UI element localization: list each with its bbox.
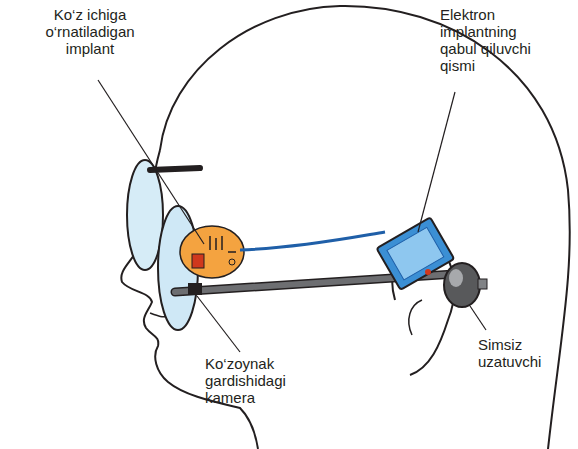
camera <box>188 283 202 295</box>
transmitter-shine <box>449 269 463 287</box>
bridge <box>150 168 200 170</box>
leader-line <box>470 306 486 330</box>
part-label: Elektron implantning qabul qiluvchi qism… <box>440 6 555 74</box>
ear-inner <box>409 300 422 335</box>
part-label: Ko‘zoynak gardishidagi kamera <box>205 355 305 406</box>
leader-line <box>197 296 240 352</box>
implant-chip <box>192 254 204 268</box>
leader-line <box>98 80 204 244</box>
implant-circuit <box>210 236 236 252</box>
head-outline <box>160 6 570 449</box>
part-label: Simsiz uzatuvchi <box>478 336 568 370</box>
receiver <box>377 217 455 290</box>
implant-dot <box>229 259 235 265</box>
leader-line <box>418 92 455 232</box>
transmitter-knob <box>478 279 487 289</box>
wireless-transmitter <box>444 263 480 307</box>
eye-implant <box>180 226 244 278</box>
implant-wire <box>240 232 385 250</box>
part-label: Ko‘z ichiga o‘rnatiladigan implant <box>20 6 160 57</box>
receiver-dot <box>425 269 431 275</box>
